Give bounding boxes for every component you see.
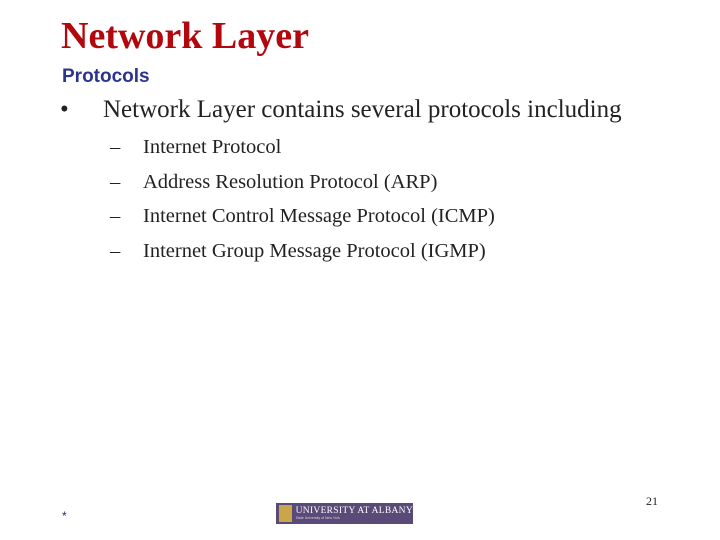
logo-subtext: State University of New York [295, 516, 340, 520]
bullet-text: Network Layer contains several protocols… [103, 96, 622, 123]
page-number: 21 [646, 494, 658, 508]
minerva-emblem-icon [279, 505, 292, 522]
sub-item-text: Internet Control Message Protocol (ICMP) [143, 205, 495, 227]
sub-item-text: Internet Group Message Protocol (IGMP) [143, 240, 486, 262]
slide-subtitle: Protocols [62, 66, 150, 87]
footer-marker: * [62, 509, 67, 523]
dash-marker: – [110, 136, 121, 158]
dash-marker: – [110, 205, 121, 227]
bullet-marker: • [60, 96, 69, 123]
dash-marker: – [110, 171, 121, 193]
dash-marker: – [110, 240, 121, 262]
university-logo: UNIVERSITY AT ALBANY State University of… [276, 503, 413, 524]
slide-title: Network Layer [61, 15, 309, 57]
logo-text: UNIVERSITY AT ALBANY [295, 506, 413, 516]
sub-item-text: Internet Protocol [143, 136, 282, 158]
sub-item-text: Address Resolution Protocol (ARP) [143, 171, 438, 193]
